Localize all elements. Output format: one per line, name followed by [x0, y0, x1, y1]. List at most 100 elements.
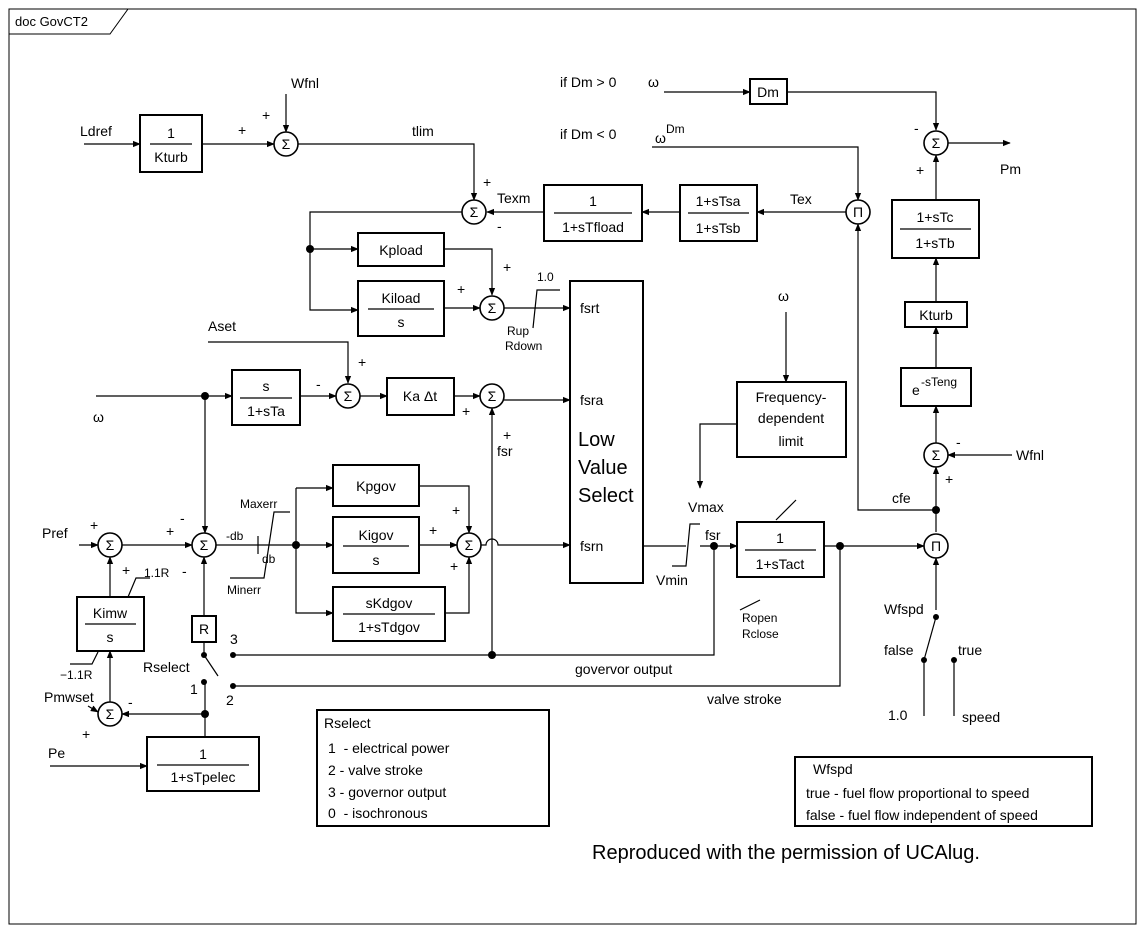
rdown-label: Rdown: [505, 339, 542, 353]
wfspd-legend-title: Wfspd: [813, 761, 853, 777]
sum-symbol: Σ: [470, 204, 479, 220]
tlim-label: tlim: [412, 123, 434, 139]
sign-plus: +: [429, 522, 437, 538]
kpload-label: Kpload: [379, 242, 423, 258]
diagram-frame: [8, 8, 1137, 925]
sign-plus: +: [945, 471, 953, 487]
wfspd-switch-label: Wfspd: [884, 601, 924, 617]
kturb-block: [904, 301, 968, 328]
sign-plus: +: [90, 517, 98, 533]
maxerr-label: Maxerr: [240, 497, 277, 511]
sign-plus: +: [262, 107, 270, 123]
frequency-dependent-limit-block: [736, 381, 847, 458]
lvs-port-fsrn: fsrn: [580, 538, 603, 554]
if-dm-negative-label: if Dm < 0: [560, 126, 617, 142]
dm-block-label: Dm: [757, 84, 779, 100]
sign-plus: +: [457, 281, 465, 297]
teng-exponent: -sTeng: [921, 375, 957, 389]
kigov-num: Kigov: [358, 527, 393, 543]
kturb-label: Kturb: [919, 307, 953, 323]
pe-label: Pe: [48, 745, 65, 761]
rselect-label: Rselect: [143, 659, 190, 675]
sign-minus: -: [182, 563, 187, 579]
db-label: db: [262, 552, 276, 566]
vmax-label: Vmax: [688, 499, 724, 515]
tsb-den: 1+sTsb: [696, 220, 741, 236]
sign-plus: +: [82, 726, 90, 742]
sign-plus: +: [122, 562, 130, 578]
texm-label: Texm: [497, 190, 530, 206]
ka-label: Ka Δt: [403, 388, 437, 404]
kiload-den: s: [398, 314, 405, 330]
rselect-legend-title: Rselect: [324, 715, 371, 731]
freqlimit-line2: dependent: [758, 410, 824, 426]
one-one-r-label: 1.1R: [144, 566, 170, 580]
sum-symbol: Σ: [282, 136, 291, 152]
sign-plus: +: [166, 523, 174, 539]
wfnl-top-label: Wfnl: [291, 75, 319, 91]
sum-symbol: Σ: [344, 388, 353, 404]
ka-block: [386, 377, 455, 416]
kigov-block: [332, 516, 420, 574]
lvs-port-fsrt: fsrt: [580, 300, 600, 316]
vmin-label: Vmin: [656, 572, 688, 588]
tpelec-block: [146, 736, 260, 792]
kpload-block: [357, 232, 445, 267]
lvs-port-fsra: fsra: [580, 392, 604, 408]
product-symbol: Π: [853, 204, 863, 220]
sum-symbol: Σ: [488, 388, 497, 404]
omega-input-label: ω: [93, 409, 104, 425]
tfload-den: 1+sTfload: [562, 219, 624, 235]
pmwset-label: Pmwset: [44, 689, 94, 705]
sign-plus: +: [503, 427, 511, 443]
sign-minus: -: [180, 510, 185, 526]
kpgov-label: Kpgov: [356, 478, 396, 494]
fsr-out-label: fsr: [705, 527, 721, 543]
sign-minus: -: [914, 120, 919, 136]
lvs-line1: Low: [578, 429, 615, 451]
sign-plus: +: [452, 502, 460, 518]
omega-dm-positive: ω: [648, 74, 659, 90]
ldref-label: Ldref: [80, 123, 112, 139]
kimw-num: Kimw: [93, 605, 128, 621]
kpgov-block: [332, 464, 420, 507]
r-label: R: [199, 621, 209, 637]
sign-plus: +: [358, 354, 366, 370]
ropen-label: Ropen: [742, 611, 777, 625]
tpelec-den: 1+sTpelec: [171, 769, 236, 785]
rclose-label: Rclose: [742, 627, 779, 641]
rselect-legend: [316, 709, 550, 827]
sign-plus: +: [503, 259, 511, 275]
fsr-mid-label: fsr: [497, 443, 513, 459]
rselect-legend-item: 1 - electrical power: [328, 740, 450, 756]
sum-symbol: Σ: [200, 537, 209, 553]
freqlimit-line3: limit: [779, 433, 804, 449]
one-point-zero-label: 1.0: [888, 707, 908, 723]
tc-num: 1+sTc: [917, 209, 954, 225]
rselect-legend-item: 3 - governor output: [328, 784, 446, 800]
sum-symbol: Σ: [106, 706, 115, 722]
kdgov-num: sKdgov: [366, 595, 413, 611]
sign-minus: -: [956, 434, 961, 450]
permission-note: Reproduced with the permission of UCAlug…: [592, 842, 980, 864]
sum-symbol: Σ: [932, 135, 941, 151]
kturb-inverse-num: 1: [167, 125, 175, 141]
freqlimit-line1: Frequency-: [756, 389, 827, 405]
if-dm-positive-label: if Dm > 0: [560, 74, 617, 90]
lvs-line2: Value: [578, 457, 628, 479]
sign-minus: -: [128, 694, 133, 710]
ta-den: 1+sTa: [247, 403, 285, 419]
rup-label: Rup: [507, 324, 529, 338]
wfspd-legend-item: true - fuel flow proportional to speed: [806, 785, 1029, 801]
rselect-legend-item: 0 - isochronous: [328, 805, 428, 821]
product-symbol: Π: [931, 538, 941, 554]
tb-den: 1+sTb: [915, 235, 955, 251]
ta-num: s: [263, 378, 270, 394]
tfload-num: 1: [589, 193, 597, 209]
wfspd-legend: [794, 756, 1093, 827]
sign-plus: +: [483, 174, 491, 190]
minus-db-label: -db: [226, 529, 244, 543]
kimw-den: s: [107, 629, 114, 645]
cfe-label: cfe: [892, 490, 911, 506]
